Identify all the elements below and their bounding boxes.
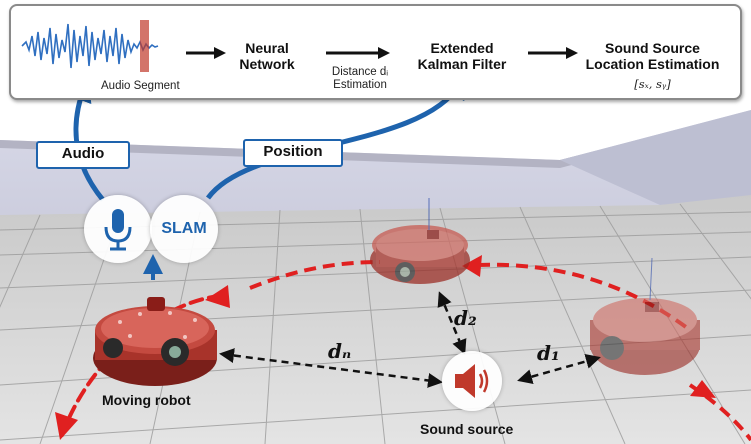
- distance-line-dn: [219, 348, 443, 388]
- waveform-icon: [21, 20, 159, 72]
- ekf-label: Extended Kalman Filter: [417, 40, 507, 72]
- arrow-right-icon: [528, 47, 578, 59]
- slam-badge: SLAM: [150, 195, 218, 263]
- audio-segment-label: Audio Segment: [101, 80, 180, 92]
- neural-network-label: Neural Network: [239, 40, 295, 72]
- moving-robot-caption: Moving robot: [102, 392, 191, 408]
- moving-robot-illustration: [93, 297, 217, 386]
- location-formula: [sₓ, sᵧ]: [634, 77, 671, 91]
- distance-label-dn: dₙ: [328, 339, 352, 363]
- path-arrowhead: [205, 285, 230, 308]
- distance-label-d1: d₁: [537, 341, 560, 365]
- audio-segment-highlight: [140, 20, 149, 72]
- location-estimation-label: Sound Source Location Estimation: [585, 40, 720, 72]
- arrow-right-icon: [186, 47, 226, 59]
- position-link-label: Position: [243, 139, 343, 167]
- distance-label-d2: d₂: [454, 306, 477, 330]
- distance-estimation-label: Distance dᵢ Estimation: [331, 66, 389, 91]
- distance-line-d2: [437, 291, 467, 355]
- sound-source-caption: Sound source: [420, 421, 514, 437]
- distance-line-d1: [517, 354, 601, 384]
- slam-label: SLAM: [161, 220, 207, 237]
- audio-link-label: Audio: [36, 141, 130, 169]
- arrow-right-icon: [326, 47, 390, 59]
- speaker-icon: [455, 364, 489, 398]
- microphone-icon: [104, 209, 132, 251]
- sound-source-badge: [442, 351, 502, 411]
- microphone-badge: [84, 195, 152, 263]
